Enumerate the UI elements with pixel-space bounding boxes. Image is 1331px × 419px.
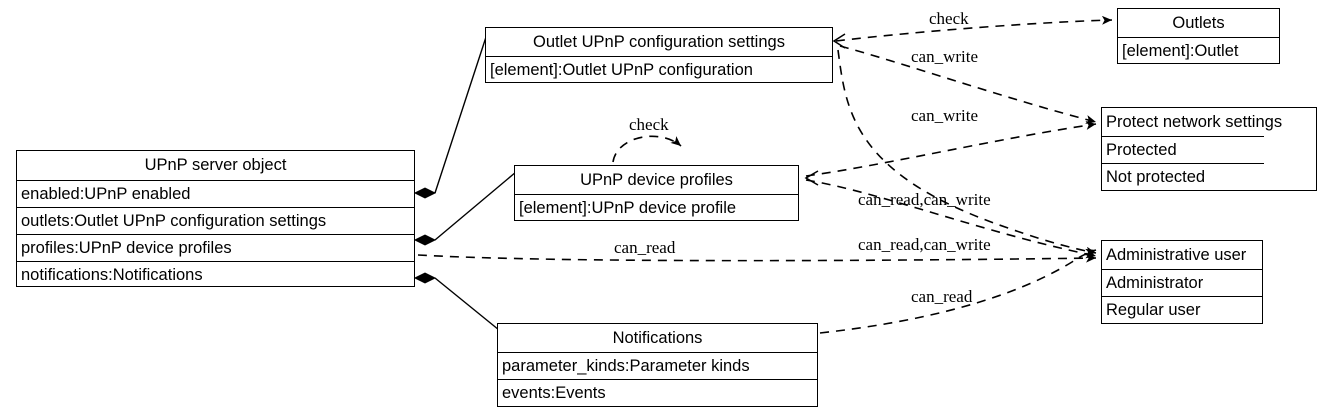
class-title-upnp-device-profiles: UPnP device profiles	[580, 170, 733, 189]
edge-label-can-write-outlets: can_write	[911, 47, 979, 66]
class-attribute-events: events:Events	[498, 379, 817, 406]
class-box-notifications[interactable]: Notifications parameter_kinds:Parameter …	[497, 323, 818, 407]
enum-value-protected: Protected	[1102, 136, 1264, 163]
class-attribute-upnp-device-profile-element: [element]:UPnP device profile	[515, 194, 798, 221]
dependency-server-to-adminuser	[417, 253, 1097, 263]
class-box-outlet-upnp-configuration-settings[interactable]: Outlet UPnP configuration settings [elem…	[485, 27, 833, 83]
dependency-outletconfig-to-outlets	[835, 15, 1113, 42]
edge-label-can-read-profiles: can_read	[614, 238, 676, 257]
class-attribute-parameter-kinds: parameter_kinds:Parameter kinds	[498, 352, 817, 379]
dependency-profiles-self-check	[612, 135, 682, 163]
enum-value-regular-user: Regular user	[1102, 296, 1262, 323]
arrowhead-into-profiles	[804, 170, 819, 186]
composition-outlets	[413, 33, 488, 199]
edge-label-can-read-can-write-lower: can_read,can_write	[858, 235, 991, 254]
class-box-upnp-server-object[interactable]: UPnP server object enabled:UPnP enabled …	[16, 150, 415, 287]
edge-label-can-read-can-write-upper: can_read,can_write	[858, 190, 991, 209]
enum-value-administrator: Administrator	[1102, 269, 1262, 296]
class-title-administrative-user: Administrative user	[1106, 245, 1247, 264]
class-attribute-enabled: enabled:UPnP enabled	[17, 180, 414, 207]
edge-label-can-write-protect: can_write	[911, 106, 979, 125]
class-attribute-outlets: outlets:Outlet UPnP configuration settin…	[17, 207, 414, 234]
edge-label-check-profiles-self: check	[629, 115, 669, 134]
dependency-profiles-to-protect	[805, 120, 1097, 177]
class-box-upnp-device-profiles[interactable]: UPnP device profiles [element]:UPnP devi…	[514, 165, 799, 221]
enum-value-not-protected: Not protected	[1102, 163, 1264, 190]
class-title-protect-network-settings: Protect network settings	[1106, 112, 1283, 131]
composition-notifications	[413, 272, 500, 331]
class-attribute-outlet-element: [element]:Outlet UPnP configuration	[486, 56, 832, 83]
class-box-protect-network-settings[interactable]: Protect network settings Protected Not p…	[1101, 107, 1317, 191]
edge-label-check-outlets: check	[929, 9, 969, 28]
class-attribute-outlets-element: [element]:Outlet	[1118, 37, 1279, 64]
class-attribute-notifications: notifications:Notifications	[17, 261, 414, 288]
edge-label-can-read-notifications: can_read	[911, 287, 973, 306]
arrowhead-into-outletconfig	[832, 33, 846, 49]
class-title-outlets: Outlets	[1172, 13, 1225, 32]
class-attribute-profiles: profiles:UPnP device profiles	[17, 234, 414, 261]
class-title-notifications: Notifications	[612, 328, 703, 347]
dependency-outletconfig-to-adminuser	[837, 49, 1097, 256]
class-title-upnp-server-object: UPnP server object	[144, 156, 287, 175]
composition-profiles	[413, 171, 517, 246]
class-box-outlets[interactable]: Outlets [element]:Outlet	[1117, 8, 1280, 64]
class-title-outlet-upnp-configuration-settings: Outlet UPnP configuration settings	[533, 32, 785, 51]
class-box-administrative-user[interactable]: Administrative user Administrator Regula…	[1101, 240, 1263, 324]
